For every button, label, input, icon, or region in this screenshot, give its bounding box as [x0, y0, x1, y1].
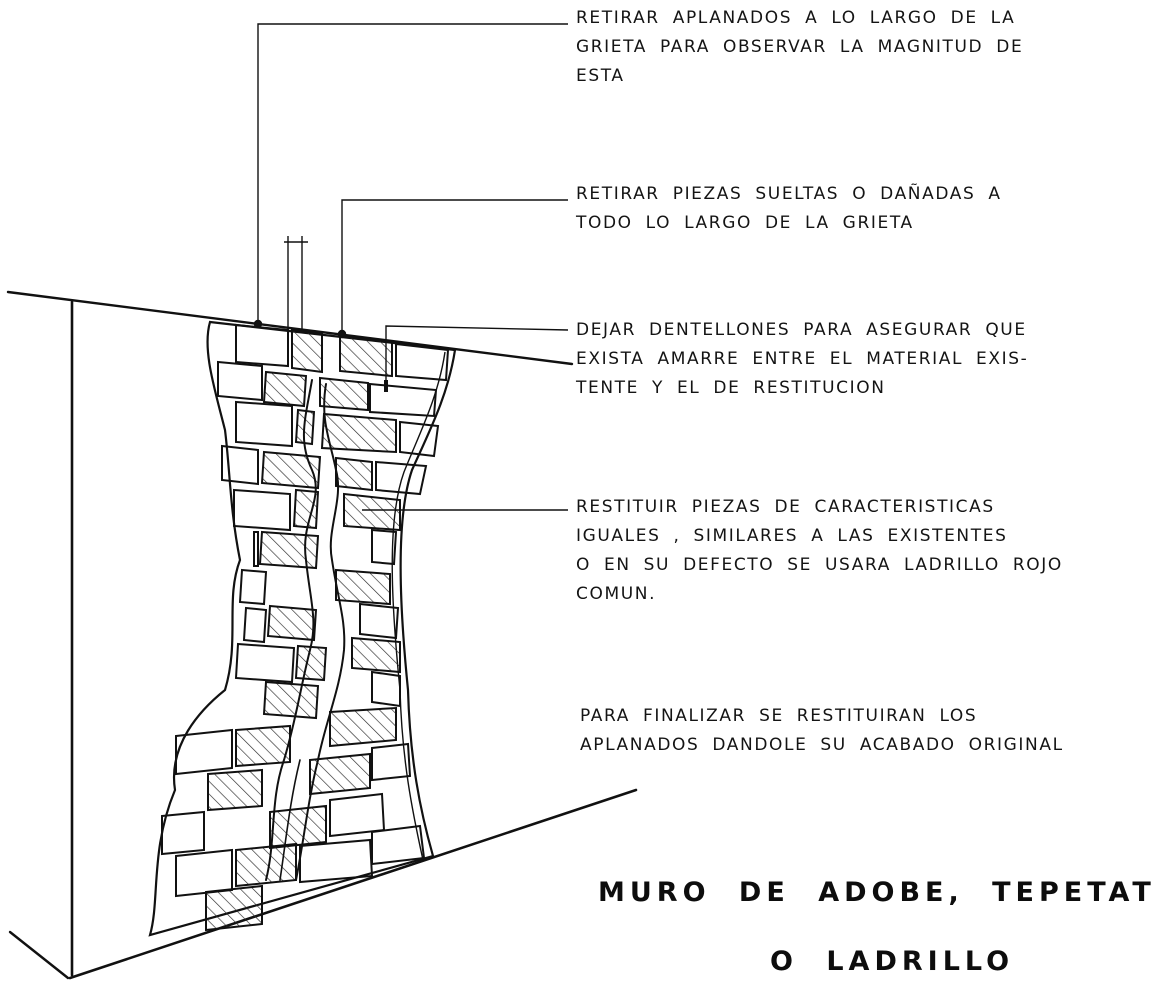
brick — [161, 810, 205, 856]
note-line: RETIRAR APLANADOS A LO LARGO DE LA — [576, 8, 1016, 28]
new-brick — [260, 450, 322, 490]
brick — [235, 323, 289, 368]
brick — [233, 488, 291, 532]
new-brick — [266, 604, 318, 642]
new-brick — [343, 492, 401, 532]
leader-toothing — [385, 325, 569, 386]
note-line: GRIETA PARA OBSERVAR LA MAGNITUD DE — [576, 37, 1024, 57]
brick — [253, 531, 259, 567]
brick — [238, 568, 268, 606]
note-line: TENTE Y EL DE RESTITUCION — [576, 378, 886, 398]
leader-lines — [253, 23, 569, 511]
brick — [371, 742, 412, 782]
note-line: IGUALES , SIMILARES A LAS EXISTENTES — [576, 526, 1008, 546]
note-remove-pieces: RETIRAR PIEZAS SUELTAS O DAÑADAS A TODO … — [576, 180, 1002, 238]
crack-branch — [279, 759, 301, 881]
brick — [359, 602, 400, 640]
new-brick — [294, 644, 328, 682]
note-line: COMUN. — [576, 584, 657, 604]
note-restore-pieces: RESTITUIR PIEZAS DE CARACTERISTICAS IGUA… — [576, 493, 1063, 609]
leader-remove-pieces — [341, 199, 568, 332]
note-finish: PARA FINALIZAR SE RESTITUIRAN LOS APLANA… — [580, 702, 1064, 760]
new-brick — [235, 724, 291, 768]
note-remove-plaster: RETIRAR APLANADOS A LO LARGO DE LA GRIET… — [576, 4, 1023, 91]
wall-top-edge — [6, 290, 574, 366]
note-line: DEJAR DENTELLONES PARA ASEGURAR QUE — [576, 320, 1027, 340]
brick — [395, 342, 450, 382]
wall-corner-foot — [8, 930, 70, 980]
new-brick — [319, 376, 369, 412]
brick — [217, 360, 263, 402]
leader-dot — [253, 319, 263, 329]
new-brick-pieces — [205, 328, 401, 932]
new-brick — [269, 804, 327, 850]
brick — [175, 848, 233, 898]
note-line: APLANADOS DANDOLE SU ACABADO ORIGINAL — [580, 735, 1064, 755]
new-brick — [320, 412, 397, 454]
new-brick — [339, 334, 393, 378]
new-brick — [207, 768, 263, 812]
new-brick — [351, 636, 401, 674]
wall-outline — [6, 290, 638, 980]
brick — [235, 400, 293, 448]
drawing-title-line-1: MURO DE ADOBE, TEPETATE — [598, 877, 1158, 908]
note-line: EXISTA AMARRE ENTRE EL MATERIAL EXIS- — [576, 349, 1029, 369]
crack-left-edge — [265, 379, 317, 881]
brick — [369, 382, 438, 418]
leader-dot — [337, 329, 347, 339]
note-line: ESTA — [576, 66, 625, 86]
new-brick — [291, 328, 323, 374]
brick — [299, 838, 374, 884]
brick — [242, 606, 268, 644]
note-line: PARA FINALIZAR SE RESTITUIRAN LOS — [580, 706, 978, 726]
new-brick — [258, 530, 320, 570]
plaster-edge-line — [391, 351, 446, 861]
note-line: O EN SU DEFECTO SE USARA LADRILLO ROJO — [576, 555, 1063, 575]
brick — [371, 528, 398, 566]
brick — [375, 460, 428, 496]
brick — [234, 642, 296, 684]
note-line: RESTITUIR PIEZAS DE CARACTERISTICAS — [576, 497, 995, 517]
new-brick — [262, 370, 308, 408]
drawing-title-line-2: O LADRILLO — [770, 946, 1015, 977]
new-brick — [335, 456, 373, 492]
new-brick — [309, 752, 371, 796]
brick — [175, 728, 233, 776]
brick — [399, 420, 440, 458]
note-line: TODO LO LARGO DE LA GRIETA — [576, 213, 914, 233]
new-brick — [335, 568, 391, 606]
new-brick — [205, 884, 263, 932]
new-brick — [292, 488, 320, 530]
existing-bricks — [161, 323, 450, 898]
brick — [371, 824, 426, 866]
brick — [371, 670, 401, 708]
crack — [265, 379, 346, 881]
crack-right-edge — [295, 383, 346, 881]
leader-remove-plaster — [257, 23, 568, 322]
note-line: RETIRAR PIEZAS SUELTAS O DAÑADAS A — [576, 184, 1002, 204]
new-brick — [262, 680, 320, 720]
new-brick — [329, 706, 397, 748]
brick — [221, 444, 259, 486]
wall-bottom-edge — [68, 788, 638, 980]
note-leave-toothing: DEJAR DENTELLONES PARA ASEGURAR QUE EXIS… — [576, 316, 1028, 403]
